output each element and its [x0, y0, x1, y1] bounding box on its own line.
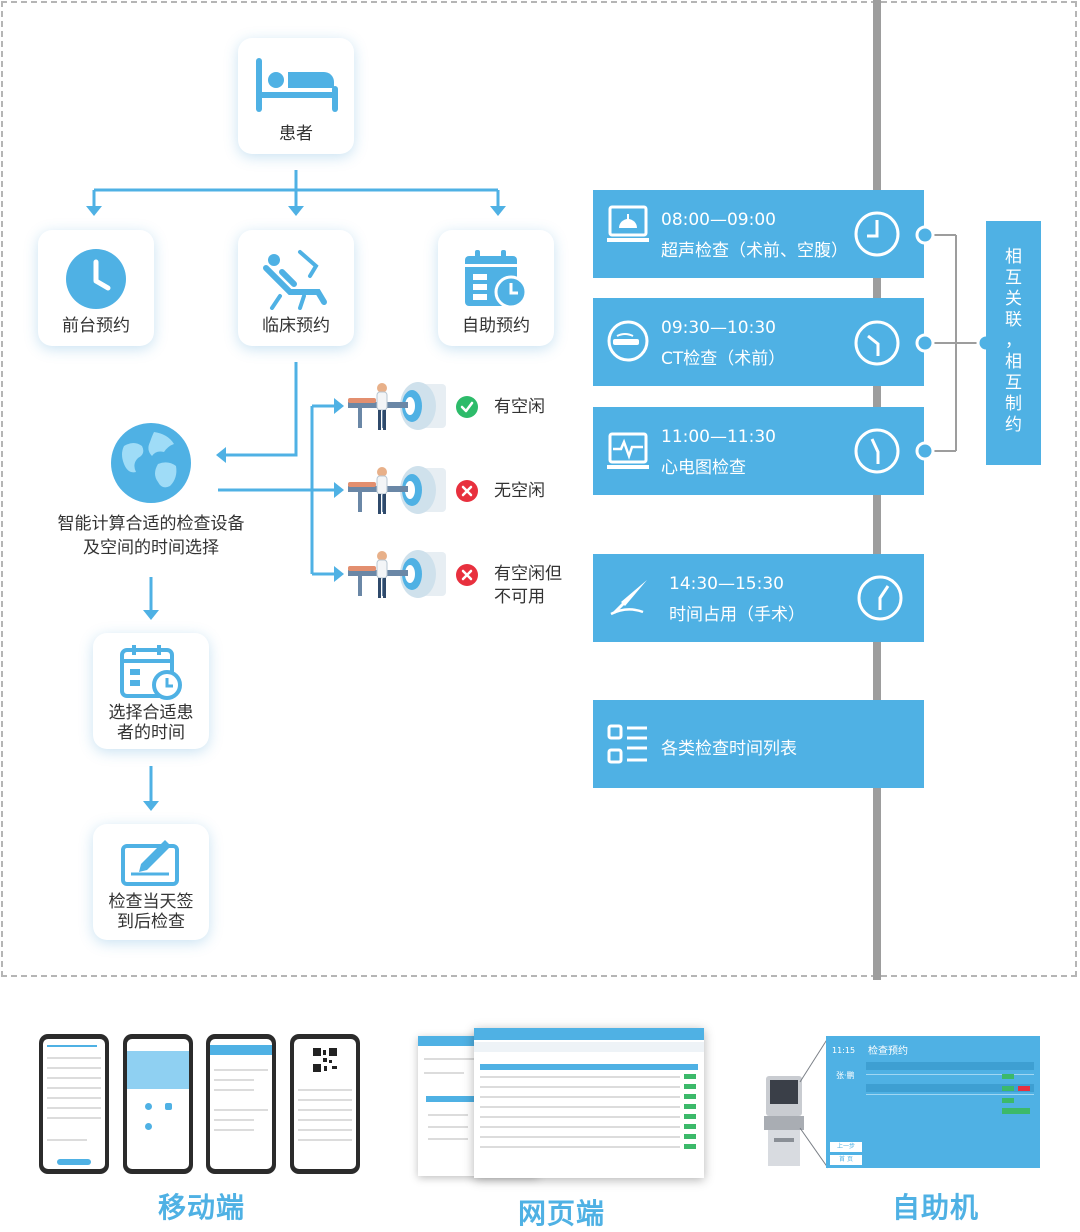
connector-dot — [915, 333, 935, 353]
sign-in-icon — [121, 840, 179, 886]
clock-9-icon — [854, 211, 900, 257]
clock-10-icon — [854, 320, 900, 366]
schedule-time-3: 11:00—11:30 — [661, 427, 776, 447]
list-icon — [607, 724, 647, 764]
kiosk-screen: 检查预约 11:15 张·鹏 上一步 首 页 — [826, 1036, 1040, 1168]
platform-web-label: 网页端 — [518, 1197, 606, 1230]
front-desk-card[interactable]: 前台预约 — [38, 230, 154, 346]
self-service-label: 自助预约 — [462, 316, 530, 336]
ecg-icon — [607, 432, 649, 469]
web-screenshot-front — [474, 1028, 704, 1178]
patient-card: 患者 — [238, 38, 354, 154]
schedule-name-4: 时间占用（手术） — [669, 605, 805, 625]
calendar-clock-icon — [120, 645, 182, 700]
note-char: 制 — [1005, 394, 1022, 414]
choose-time-card: 选择合适患 者的时间 — [93, 633, 209, 749]
choose-time-line1: 选择合适患 — [108, 703, 194, 723]
ct-scanner-icon — [348, 550, 446, 598]
kiosk-callout-lines — [799, 1037, 828, 1169]
schedule-name-1: 超声检查（术前、空腹） — [661, 241, 848, 261]
machine-status-3-line1: 有空闲但 — [494, 564, 562, 584]
clock-icon — [66, 249, 126, 309]
clinic-card[interactable]: 临床预约 — [238, 230, 354, 346]
schedule-name-2: CT检查（术前） — [661, 349, 786, 369]
choose-time-label: 选择合适患 者的时间 — [93, 703, 209, 743]
qr-code-icon — [312, 1047, 338, 1073]
front-desk-label: 前台预约 — [62, 316, 130, 336]
phone-screenshot-4 — [290, 1034, 360, 1174]
clock-11-icon — [854, 428, 900, 474]
phone-screenshot-2 — [123, 1034, 193, 1174]
note-char: 互 — [1005, 268, 1022, 288]
connector-dot — [915, 441, 935, 461]
mutual-constraint-text: 相 互 关 联 ， 相 互 制 约 — [986, 247, 1041, 436]
ct-scanner-icon — [348, 382, 446, 430]
platform-mobile-label: 移动端 — [158, 1191, 246, 1224]
ultrasound-icon — [607, 205, 649, 242]
dental-chair-icon — [263, 250, 327, 310]
globe-icon — [111, 423, 191, 503]
schedule-name-3: 心电图检查 — [661, 458, 746, 478]
bed-icon — [256, 58, 338, 112]
checkin-line2: 到后检查 — [117, 912, 185, 932]
note-char: 约 — [1005, 415, 1022, 435]
smart-calc-text: 智能计算合适的检查设备 及空间的时间选择 — [40, 512, 262, 560]
kiosk-machine-icon — [764, 1076, 804, 1166]
checkin-label: 检查当天签 到后检查 — [93, 892, 209, 932]
clock-3-icon — [857, 575, 903, 621]
schedule-time-1: 08:00—09:00 — [661, 210, 776, 230]
exam-time-list-panel: 各类检查时间列表 — [593, 700, 924, 788]
ct-scanner-icon — [348, 466, 446, 514]
note-char: 关 — [1005, 289, 1022, 309]
unavailable-x-icon — [456, 480, 478, 502]
machine-status-3: 有空闲但 不可用 — [494, 563, 562, 609]
schedule-time-4: 14:30—15:30 — [669, 574, 784, 594]
ct-icon — [607, 320, 649, 362]
calendar-clock-icon — [465, 250, 528, 309]
note-char: 相 — [1005, 247, 1022, 267]
kiosk-screen-title: 检查预约 — [868, 1046, 908, 1057]
available-check-icon — [456, 396, 478, 418]
connector-dot — [915, 225, 935, 245]
kiosk-screen-time: 11:15 — [832, 1046, 856, 1055]
phone-screenshot-3 — [206, 1034, 276, 1174]
exam-time-list-label: 各类检查时间列表 — [661, 739, 797, 759]
scalpel-icon — [610, 580, 647, 616]
kiosk-side-label: 张·鹏 — [836, 1071, 855, 1080]
clinic-label: 临床预约 — [262, 316, 330, 336]
timeline-clocks — [854, 211, 996, 621]
checkin-line1: 检查当天签 — [108, 892, 194, 912]
machine-status-2: 无空闲 — [494, 481, 545, 501]
self-service-card[interactable]: 自助预约 — [438, 230, 554, 346]
machine-status-1: 有空闲 — [494, 397, 545, 417]
smart-calc-line1: 智能计算合适的检查设备 — [57, 514, 245, 534]
note-char: 联 — [1005, 310, 1022, 330]
unavailable-x-icon — [456, 564, 478, 586]
diagram-frame — [1, 1, 1077, 977]
kiosk-prev-button[interactable]: 上一步 — [830, 1142, 862, 1152]
note-char: ， — [1005, 331, 1022, 351]
phone-screenshot-1 — [39, 1034, 109, 1174]
note-char: 互 — [1005, 373, 1022, 393]
platform-kiosk-label: 自助机 — [892, 1191, 980, 1224]
patient-label: 患者 — [279, 124, 313, 144]
choose-time-line2: 者的时间 — [117, 723, 185, 743]
checkin-card: 检查当天签 到后检查 — [93, 824, 209, 940]
note-char: 相 — [1005, 352, 1022, 372]
schedule-item-ultrasound: 08:00—09:00 超声检查（术前、空腹） — [593, 190, 924, 278]
schedule-time-2: 09:30—10:30 — [661, 318, 776, 338]
kiosk-home-button[interactable]: 首 页 — [830, 1155, 862, 1165]
smart-calc-line2: 及空间的时间选择 — [83, 538, 219, 558]
mutual-constraint-note: 相 互 关 联 ， 相 互 制 约 — [986, 221, 1041, 465]
machine-status-3-line2: 不可用 — [494, 587, 545, 607]
